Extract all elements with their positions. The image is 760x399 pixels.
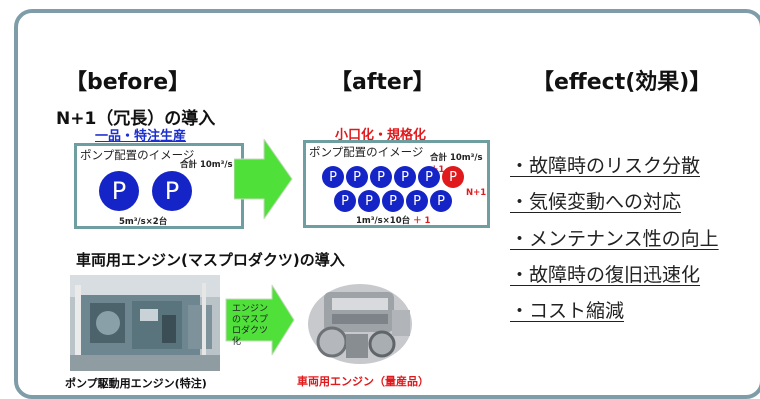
n-plus-one-label: N+1 xyxy=(466,188,487,198)
effect-item: ・故障時の復旧迅速化 xyxy=(510,264,701,286)
after-box-title: ポンプ配置のイメージ xyxy=(309,145,424,159)
pump-icon: P xyxy=(358,190,380,212)
before-box-title: ポンプ配置のイメージ xyxy=(80,148,195,162)
after-subtitle: 小口化・規格化 xyxy=(335,128,427,143)
arrow-right-icon xyxy=(234,139,293,219)
pump-icon: P xyxy=(334,190,356,212)
pump-icon: P xyxy=(346,166,368,188)
redundancy-title: N+1（冗長）の導入 xyxy=(56,109,216,129)
pump-icon: P xyxy=(322,166,344,188)
header-after: 【after】 xyxy=(330,70,435,95)
mass-production-label: エンジンのマスプロダクツ化 xyxy=(232,304,269,347)
pump-icon: P xyxy=(99,171,139,211)
mass-engine-caption: 車両用エンジン（量産品） xyxy=(297,375,429,388)
pump-icon: P xyxy=(430,190,452,212)
pump-icon: P xyxy=(152,171,192,211)
pump-icon: P xyxy=(418,166,440,188)
custom-engine-caption: ポンプ駆動用エンジン(特注) xyxy=(65,377,207,390)
before-note: 5m³/s×2台 xyxy=(119,217,168,227)
effect-item: ・故障時のリスク分散 xyxy=(510,155,701,177)
arrow-right-icon xyxy=(225,285,295,355)
pump-icon: P xyxy=(394,166,416,188)
before-subtitle: 一品・特注生産 xyxy=(95,129,187,144)
effect-item: ・コスト縮減 xyxy=(510,300,625,322)
after-pump-box: ポンプ配置のイメージ 合計 10m³/s ＋1 P P P P P P P P … xyxy=(303,140,490,228)
after-note: 1m³/s×10台 ＋ 1 xyxy=(356,216,431,226)
effect-item: ・メンテナンス性の向上 xyxy=(510,228,719,250)
custom-engine-image xyxy=(70,275,220,371)
header-before: 【before】 xyxy=(65,70,191,95)
header-effect: 【effect(効果)】 xyxy=(532,70,712,95)
mass-engine-image xyxy=(308,284,412,364)
before-total: 合計 10m³/s xyxy=(180,160,233,170)
before-pump-box: ポンプ配置のイメージ 合計 10m³/s P P 5m³/s×2台 xyxy=(74,143,244,229)
pump-icon: P xyxy=(370,166,392,188)
pump-icon: P xyxy=(406,190,428,212)
pump-icon: P xyxy=(382,190,404,212)
engine-title: 車両用エンジン(マスプロダクツ)の導入 xyxy=(76,251,345,269)
spare-pump-icon: P xyxy=(442,166,464,188)
effect-item: ・気候変動への対応 xyxy=(510,191,682,213)
